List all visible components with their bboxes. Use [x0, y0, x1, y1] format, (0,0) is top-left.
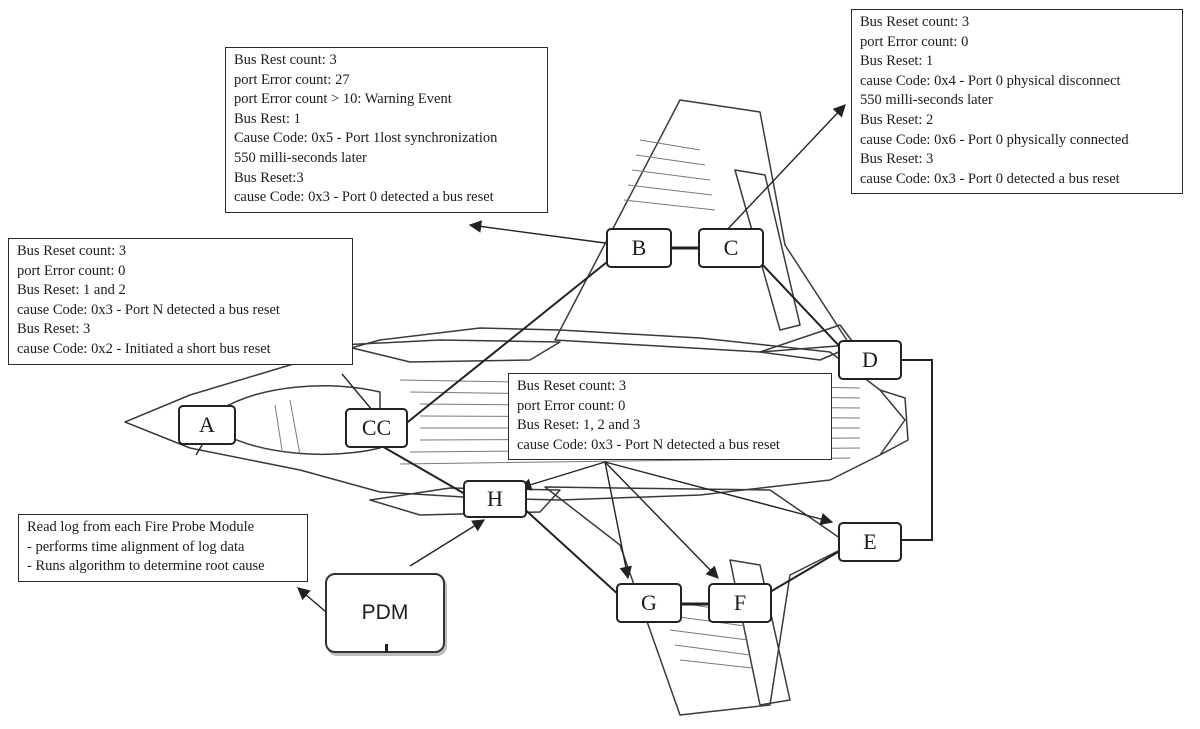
link-d-e — [902, 359, 933, 541]
link-h-cc — [379, 444, 466, 495]
b-log-line: 550 milli-seconds later — [234, 149, 367, 166]
network-links — [379, 246, 933, 606]
link-e-f — [769, 551, 839, 593]
upper-tail — [734, 169, 801, 331]
cc-log-line: cause Code: 0x3 - Port N detected a bus … — [17, 301, 280, 318]
hgfe-log-box: Bus Reset count: 3 port Error count: 0 B… — [508, 373, 832, 461]
nozzle — [879, 389, 909, 456]
pdm-note-line: - performs time alignment of log data — [27, 538, 245, 555]
hgfe-log-line: port Error count: 0 — [517, 397, 626, 414]
module-node-h: H — [463, 480, 527, 518]
cc-log-line: Bus Reset: 3 — [17, 321, 91, 338]
hgfe-log-line: Bus Reset: 1, 2 and 3 — [517, 417, 641, 434]
cc-log-line: port Error count: 0 — [17, 262, 126, 279]
leader-log-g — [604, 461, 632, 580]
leader-b-log — [468, 220, 606, 244]
leader-log-h — [518, 461, 606, 491]
hgfe-log-line: Bus Reset count: 3 — [517, 378, 627, 394]
b-log-line: Cause Code: 0x5 - Port 1lost synchroniza… — [234, 130, 498, 147]
lower-wing — [544, 486, 851, 716]
callout-leaders — [195, 104, 846, 613]
c-log-line: Bus Reset: 3 — [860, 151, 934, 168]
module-node-a: A — [178, 405, 236, 445]
module-node-f: F — [708, 583, 772, 623]
hgfe-log-line: cause Code: 0x3 - Port N detected a bus … — [517, 436, 780, 453]
leader-pdm-note — [297, 587, 327, 613]
c-log-line: Bus Reset count: 3 — [860, 14, 970, 30]
module-node-d: D — [838, 340, 902, 380]
c-log-line: Bus Reset: 2 — [860, 111, 934, 128]
c-log-line: cause Code: 0x4 - Port 0 physical discon… — [860, 72, 1121, 89]
pdm-note-line: Read log from each Fire Probe Module — [27, 519, 255, 535]
c-log-box: Bus Reset count: 3 port Error count: 0 B… — [851, 9, 1183, 195]
leader-log-f — [604, 461, 719, 579]
link-c-d — [759, 261, 844, 351]
b-log-line: Bus Rest: 1 — [234, 110, 301, 127]
c-log-line: 550 milli-seconds later — [860, 92, 993, 109]
b-log-line: port Error count: 27 — [234, 71, 350, 88]
b-log-line: cause Code: 0x3 - Port 0 detected a bus … — [234, 189, 494, 206]
module-node-b: B — [606, 228, 672, 268]
canopy — [219, 385, 381, 455]
cc-log-line: cause Code: 0x2 - Initiated a short bus … — [17, 340, 271, 357]
pdm-label: PDM — [361, 601, 409, 624]
c-log-line: cause Code: 0x3 - Port 0 detected a bus … — [860, 170, 1120, 187]
b-log-line: Bus Rest count: 3 — [234, 52, 337, 68]
module-node-c: C — [698, 228, 764, 268]
leader-pdm-h — [409, 519, 486, 567]
leader-log-e — [604, 461, 834, 526]
c-log-line: cause Code: 0x6 - Port 0 physically conn… — [860, 131, 1129, 148]
b-log-box: Bus Rest count: 3 port Error count: 27 p… — [225, 47, 548, 213]
module-node-cc: CC — [345, 408, 408, 448]
cc-log-box: Bus Reset count: 3 port Error count: 0 B… — [8, 238, 353, 365]
module-node-g: G — [616, 583, 682, 623]
c-log-line: port Error count: 0 — [860, 33, 969, 50]
cc-log-line: Bus Reset count: 3 — [17, 243, 127, 259]
b-log-line: port Error count > 10: Warning Event — [234, 91, 452, 108]
link-g-h — [519, 504, 621, 597]
pdm-unit: PDM — [325, 573, 445, 653]
pdm-note-line: - Runs algorithm to determine root cause — [27, 558, 265, 575]
c-log-line: Bus Reset: 1 — [860, 53, 934, 70]
lower-tail — [729, 559, 791, 706]
module-node-e: E — [838, 522, 902, 562]
fuselage — [124, 327, 906, 501]
leader-cc-log — [341, 373, 373, 411]
leader-c-log — [724, 104, 846, 233]
link-cc-b — [403, 257, 613, 426]
b-log-line: Bus Reset:3 — [234, 169, 304, 186]
pdm-note-box: Read log from each Fire Probe Module - p… — [18, 514, 308, 582]
upper-wing — [554, 99, 851, 353]
cc-log-line: Bus Reset: 1 and 2 — [17, 282, 126, 299]
pdm-connector — [385, 644, 388, 653]
